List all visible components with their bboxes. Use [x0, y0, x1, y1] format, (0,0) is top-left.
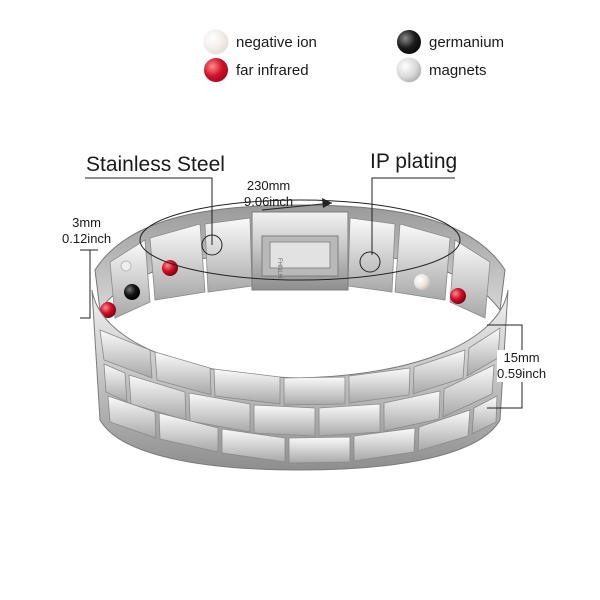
- thickness-dimension: 3mm 0.12inch: [62, 215, 111, 247]
- thickness-inch: 0.12inch: [62, 231, 112, 246]
- fold-over-clasp: FHNLH: [251, 211, 349, 291]
- legend-magnets: magnets: [397, 58, 487, 82]
- ip-plating-label: IP plating: [370, 150, 458, 173]
- front-links: [99, 327, 501, 464]
- inner-stones: [100, 260, 466, 318]
- legend-negative-ion-label: negative ion: [236, 33, 317, 51]
- length-arrow-head: [322, 198, 332, 208]
- thickness-bracket: [80, 249, 91, 319]
- stainless-steel-label: Stainless Steel: [86, 153, 225, 176]
- width-dimension: 15mm 0.59inch: [497, 350, 547, 382]
- legend-far-infrared-label: far infrared: [236, 61, 309, 79]
- legend-negative-ion: negative ion: [204, 30, 317, 54]
- length-inch: 9.06inch: [244, 194, 294, 209]
- legend-germanium: germanium: [397, 30, 504, 54]
- thickness-mm: 3mm: [72, 215, 102, 230]
- width-mm: 15mm: [503, 350, 540, 365]
- length-dimension: 230mm 9.06inch: [244, 178, 293, 210]
- stainless-steel-leader: [85, 177, 213, 245]
- ip-plating-leader: [371, 177, 455, 255]
- length-measure-ellipse: [139, 199, 461, 281]
- germanium-stone-icon: [397, 30, 421, 54]
- legend-germanium-label: germanium: [429, 33, 505, 51]
- far-infrared-stone-icon: [204, 58, 228, 82]
- legend-far-infrared: far infrared: [204, 58, 309, 82]
- width-inch: 0.59inch: [497, 366, 547, 381]
- magnet-stone-icon: [397, 58, 421, 82]
- back-links: [109, 217, 491, 319]
- legend-magnets-label: magnets: [429, 61, 487, 79]
- length-arrow-line: [261, 202, 333, 211]
- negative-ion-stone-icon: [204, 30, 228, 54]
- length-mm: 230mm: [246, 178, 291, 193]
- clasp-engraving: FHNLH: [276, 258, 282, 278]
